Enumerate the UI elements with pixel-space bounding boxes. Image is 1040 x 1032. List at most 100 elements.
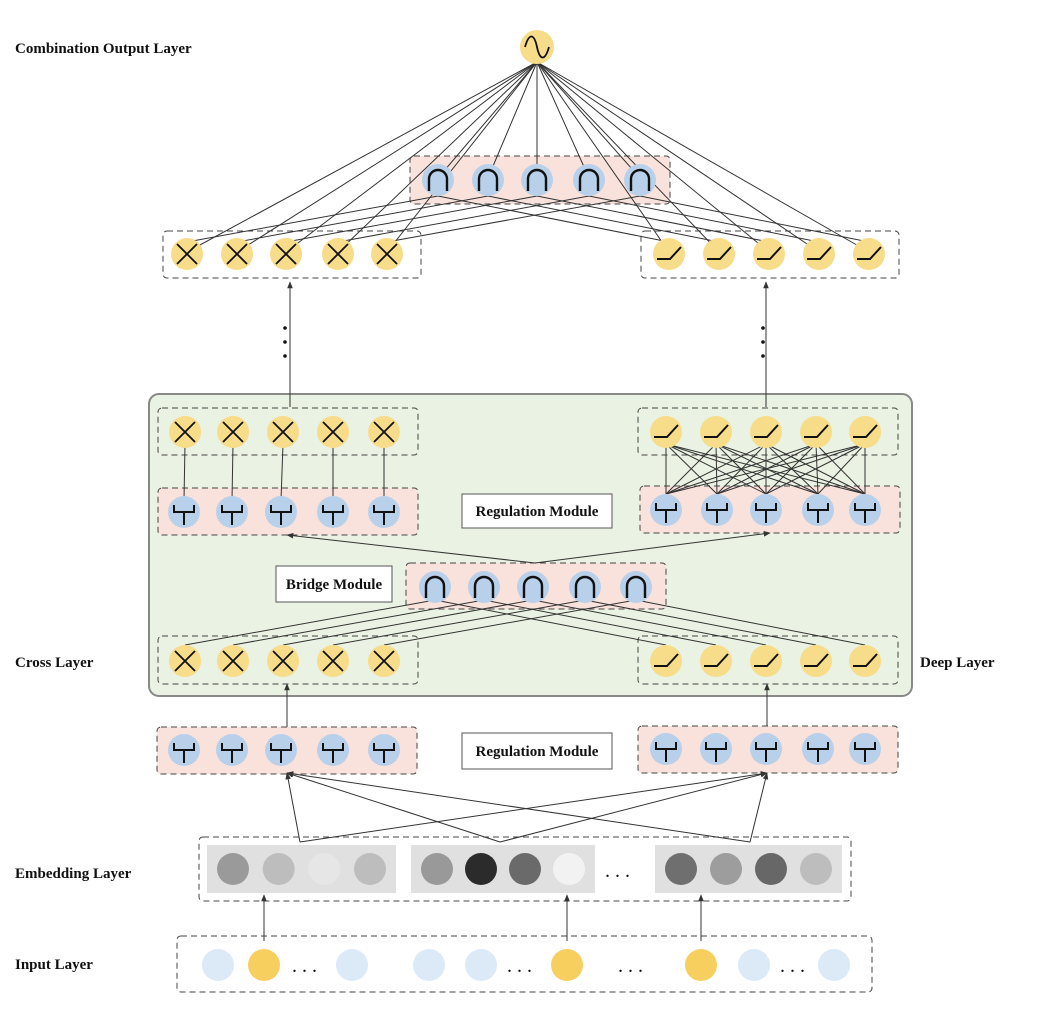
cross-upper-panel [157, 407, 419, 456]
edge-deep-gate-1-0 [665, 443, 717, 495]
input-node-7 [685, 949, 717, 981]
gate-icon [221, 505, 243, 525]
continuation-dot [283, 354, 287, 358]
bridge-module-box [275, 565, 393, 603]
embedding-node [755, 853, 787, 885]
cross-node [217, 645, 249, 677]
gate-node [265, 734, 297, 766]
gate-icon [854, 503, 876, 523]
edge-emb-left-1 [286, 772, 501, 843]
gate-icon [655, 503, 677, 523]
cross-node [368, 416, 400, 448]
input-ellipsis-3: . . . [618, 955, 643, 977]
edge-bridge-mid-left-3 [332, 599, 586, 646]
edge-bridge-to-cross-2 [285, 195, 538, 243]
cross-multiply-icon [275, 243, 297, 265]
input-node-1 [202, 949, 234, 981]
deep-upper-panel [637, 407, 899, 456]
intersection-icon [629, 168, 651, 191]
deep-node [800, 416, 832, 448]
embedding-node [421, 853, 453, 885]
edge-deep-gate-4-1 [716, 443, 866, 495]
edge-bridge-mid-left-1 [232, 599, 485, 646]
deep-node [803, 238, 835, 270]
intersection-icon [578, 168, 600, 191]
edge-deep-to-output-1 [536, 61, 720, 253]
cross-multiply-icon [322, 650, 344, 672]
relu-activation-icon [757, 246, 782, 260]
gate-icon [807, 742, 829, 762]
output-node [520, 30, 554, 64]
deep-node [650, 416, 682, 448]
cross-node [221, 238, 253, 270]
edge-bridge-to-cross-3 [337, 195, 590, 243]
input-panel [176, 935, 873, 993]
edge-cross-to-output-2 [285, 61, 538, 253]
edge-bridge-mid-right-4 [635, 599, 866, 646]
edge-deep-gate-3-0 [665, 443, 817, 495]
embedding-node [710, 853, 742, 885]
gate-node [368, 734, 400, 766]
deep-node [849, 416, 881, 448]
cross-node [267, 645, 299, 677]
edge-bridge-mid-right-3 [584, 599, 817, 646]
gate-icon [755, 742, 777, 762]
relu-activation-icon [804, 653, 829, 667]
edge-bridge-mid-left-4 [383, 599, 637, 646]
edge-bridge-to-deep-3 [588, 195, 820, 243]
edge-bridge-to-deep-4 [639, 195, 870, 243]
edge-cross-gate-0 [183, 443, 186, 501]
edge-emb-left-2 [286, 771, 751, 843]
continuation-dot [761, 354, 765, 358]
intersection-icon [526, 168, 548, 191]
input-node-9 [818, 949, 850, 981]
cross-multiply-icon [373, 650, 395, 672]
cross-node [217, 416, 249, 448]
edge-bridge-mid-right-2 [532, 599, 767, 646]
gate-node [802, 494, 834, 526]
deep-node [849, 645, 881, 677]
cross-layer-label: Cross Layer [15, 655, 94, 671]
intersection-icon [427, 168, 449, 191]
relu-activation-icon [853, 424, 878, 438]
arrow-bridge-to-left-gate [286, 532, 536, 564]
gate-icon [807, 503, 829, 523]
bridge-node [419, 571, 451, 603]
embedding-node [665, 853, 697, 885]
gate-node [849, 733, 881, 765]
edge-bridge-to-cross-1 [236, 195, 489, 243]
input-node-8 [738, 949, 770, 981]
edge-cross-to-output-1 [236, 61, 538, 253]
embedding-node [354, 853, 386, 885]
edge-deep-to-output-3 [536, 61, 820, 253]
embedding-node [553, 853, 585, 885]
relu-activation-icon [853, 653, 878, 667]
gate-icon [706, 503, 728, 523]
gate-icon [322, 743, 344, 763]
gate-node [700, 733, 732, 765]
cross-output-panel [162, 230, 422, 279]
gate-node [216, 734, 248, 766]
cross-multiply-icon [376, 243, 398, 265]
edge-cross-to-output-3 [337, 61, 538, 253]
edge-bridge-to-output-1 [487, 61, 538, 179]
regulation-module-lower-box [461, 732, 613, 770]
deep-node [700, 645, 732, 677]
combination-output-layer-label: Combination Output Layer [15, 41, 192, 57]
input-node-5 [465, 949, 497, 981]
edge-deep-gate-4-2 [765, 443, 866, 495]
embedding-ellipsis: . . . [605, 860, 630, 882]
gate-node [802, 733, 834, 765]
deep-node [800, 645, 832, 677]
embedding-node [262, 853, 295, 885]
cross-multiply-icon [176, 243, 198, 265]
gate-node [701, 494, 733, 526]
intersection-icon [574, 575, 596, 598]
deep-node [750, 645, 782, 677]
intersection-icon [473, 575, 495, 598]
embedding-group-3 [655, 845, 842, 893]
cross-node [317, 416, 349, 448]
edge-emb-right-1 [499, 771, 768, 843]
deep-layer-label: Deep Layer [920, 655, 995, 671]
edge-cross-to-output-0 [186, 61, 538, 253]
